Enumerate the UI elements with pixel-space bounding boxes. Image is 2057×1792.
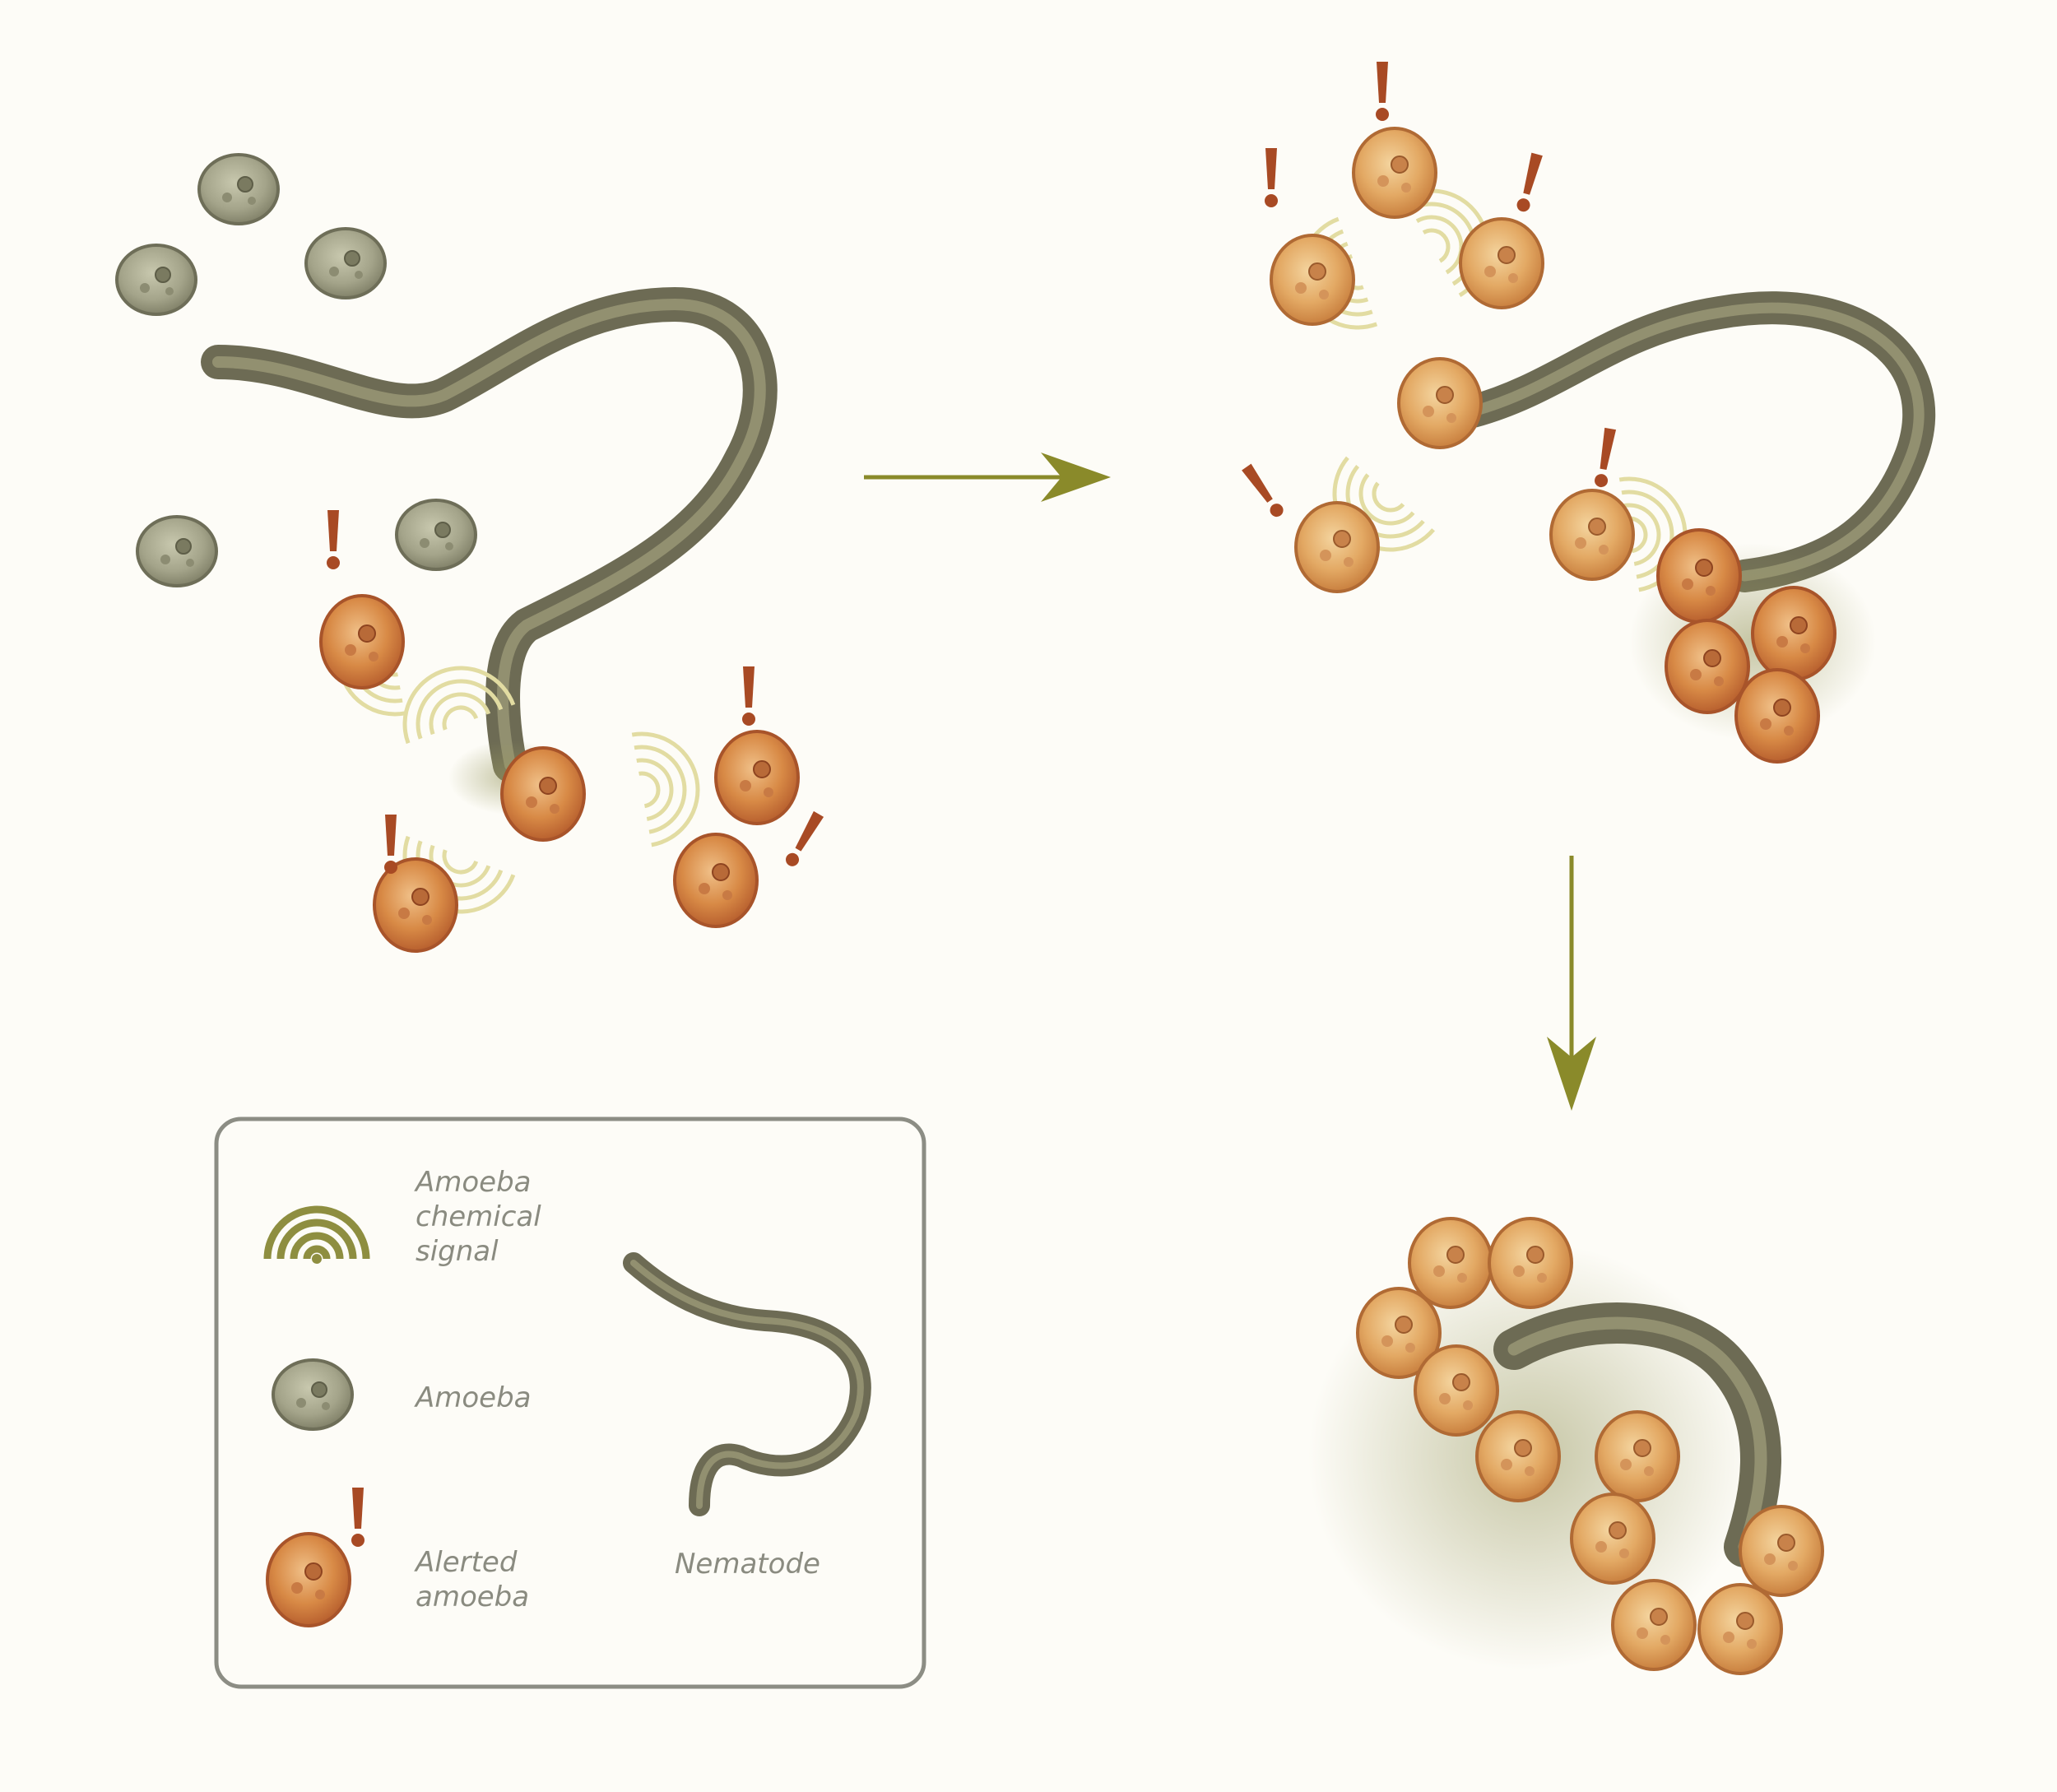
alerted-amoeba-cell	[1734, 668, 1820, 764]
legend-amoeba-label: Amoeba	[414, 1381, 532, 1414]
alerted-amoeba-cell	[1488, 1217, 1573, 1309]
alerted-amoeba-cell	[1656, 528, 1742, 624]
alerted-amoeba-cell	[319, 594, 405, 689]
legend-alerted-label: Alerted amoeba	[414, 1546, 529, 1613]
stage-2-panel	[1241, 62, 1936, 764]
alert-exclamation-icon	[1376, 62, 1389, 121]
amoeba-legend-icon	[272, 1358, 354, 1431]
alert-exclamation-icon	[1515, 152, 1544, 214]
legend-border	[214, 1117, 926, 1689]
stage-3-panel	[1308, 1217, 1824, 1675]
alert-exclamation-icon	[742, 666, 755, 726]
chemical-signal	[632, 725, 707, 845]
alert-exclamation-icon	[327, 510, 340, 569]
alerted-amoeba-cell	[1270, 234, 1355, 326]
arrow-right-icon	[864, 453, 1111, 502]
stage-1-panel	[115, 153, 824, 953]
alerted-amoeba-cell	[1414, 1344, 1499, 1437]
alerted-amoeba-cell	[500, 746, 586, 842]
alerted-amoeba-cell	[1294, 501, 1380, 593]
alerted-amoeba-cell	[1549, 489, 1635, 581]
alerted-amoeba-cell	[1397, 357, 1483, 449]
chemical-signal-icon	[263, 1205, 370, 1264]
nematode-legend-icon	[623, 1252, 871, 1516]
alerted-amoeba-cell	[1459, 217, 1544, 309]
alert-exclamation-icon	[1265, 148, 1278, 207]
alerted-amoeba-cell	[1751, 586, 1836, 681]
alert-exclamation-icon	[783, 810, 824, 869]
alerted-amoeba-cell	[1739, 1505, 1824, 1597]
alert-exclamation-icon	[351, 1488, 365, 1547]
alerted-amoeba-cell	[1697, 1583, 1783, 1675]
amoeba-cell	[395, 499, 477, 571]
alerted-amoeba-cell	[1570, 1493, 1655, 1585]
amoeba-cell	[197, 153, 280, 225]
legend-signal-label: Amoeba chemical signal	[414, 1166, 550, 1268]
alerted-amoeba-legend-icon	[266, 1532, 351, 1627]
alerted-amoeba-cell	[1665, 619, 1750, 714]
alerted-amoeba-cell	[1595, 1410, 1680, 1502]
alerted-amoeba-cell	[1352, 127, 1437, 219]
alerted-amoeba-cell	[1475, 1410, 1561, 1502]
alerted-amoeba-cell	[714, 730, 800, 825]
alert-exclamation-icon	[1593, 427, 1618, 489]
alerted-amoeba-cell	[373, 857, 458, 953]
alerted-amoeba-cell	[1611, 1579, 1697, 1671]
alerted-amoeba-cell	[673, 833, 759, 928]
arrow-down-icon	[1547, 856, 1596, 1111]
legend-nematode-label: Nematode	[675, 1548, 820, 1581]
amoeba-cell	[136, 515, 218, 587]
legend-box: Amoeba chemical signal Amoeba Alerted am…	[214, 1117, 926, 1689]
amoeba-cell	[304, 227, 387, 299]
alert-exclamation-icon	[384, 815, 397, 874]
alert-exclamation-icon	[1241, 463, 1286, 520]
amoeba-cell	[115, 244, 197, 316]
